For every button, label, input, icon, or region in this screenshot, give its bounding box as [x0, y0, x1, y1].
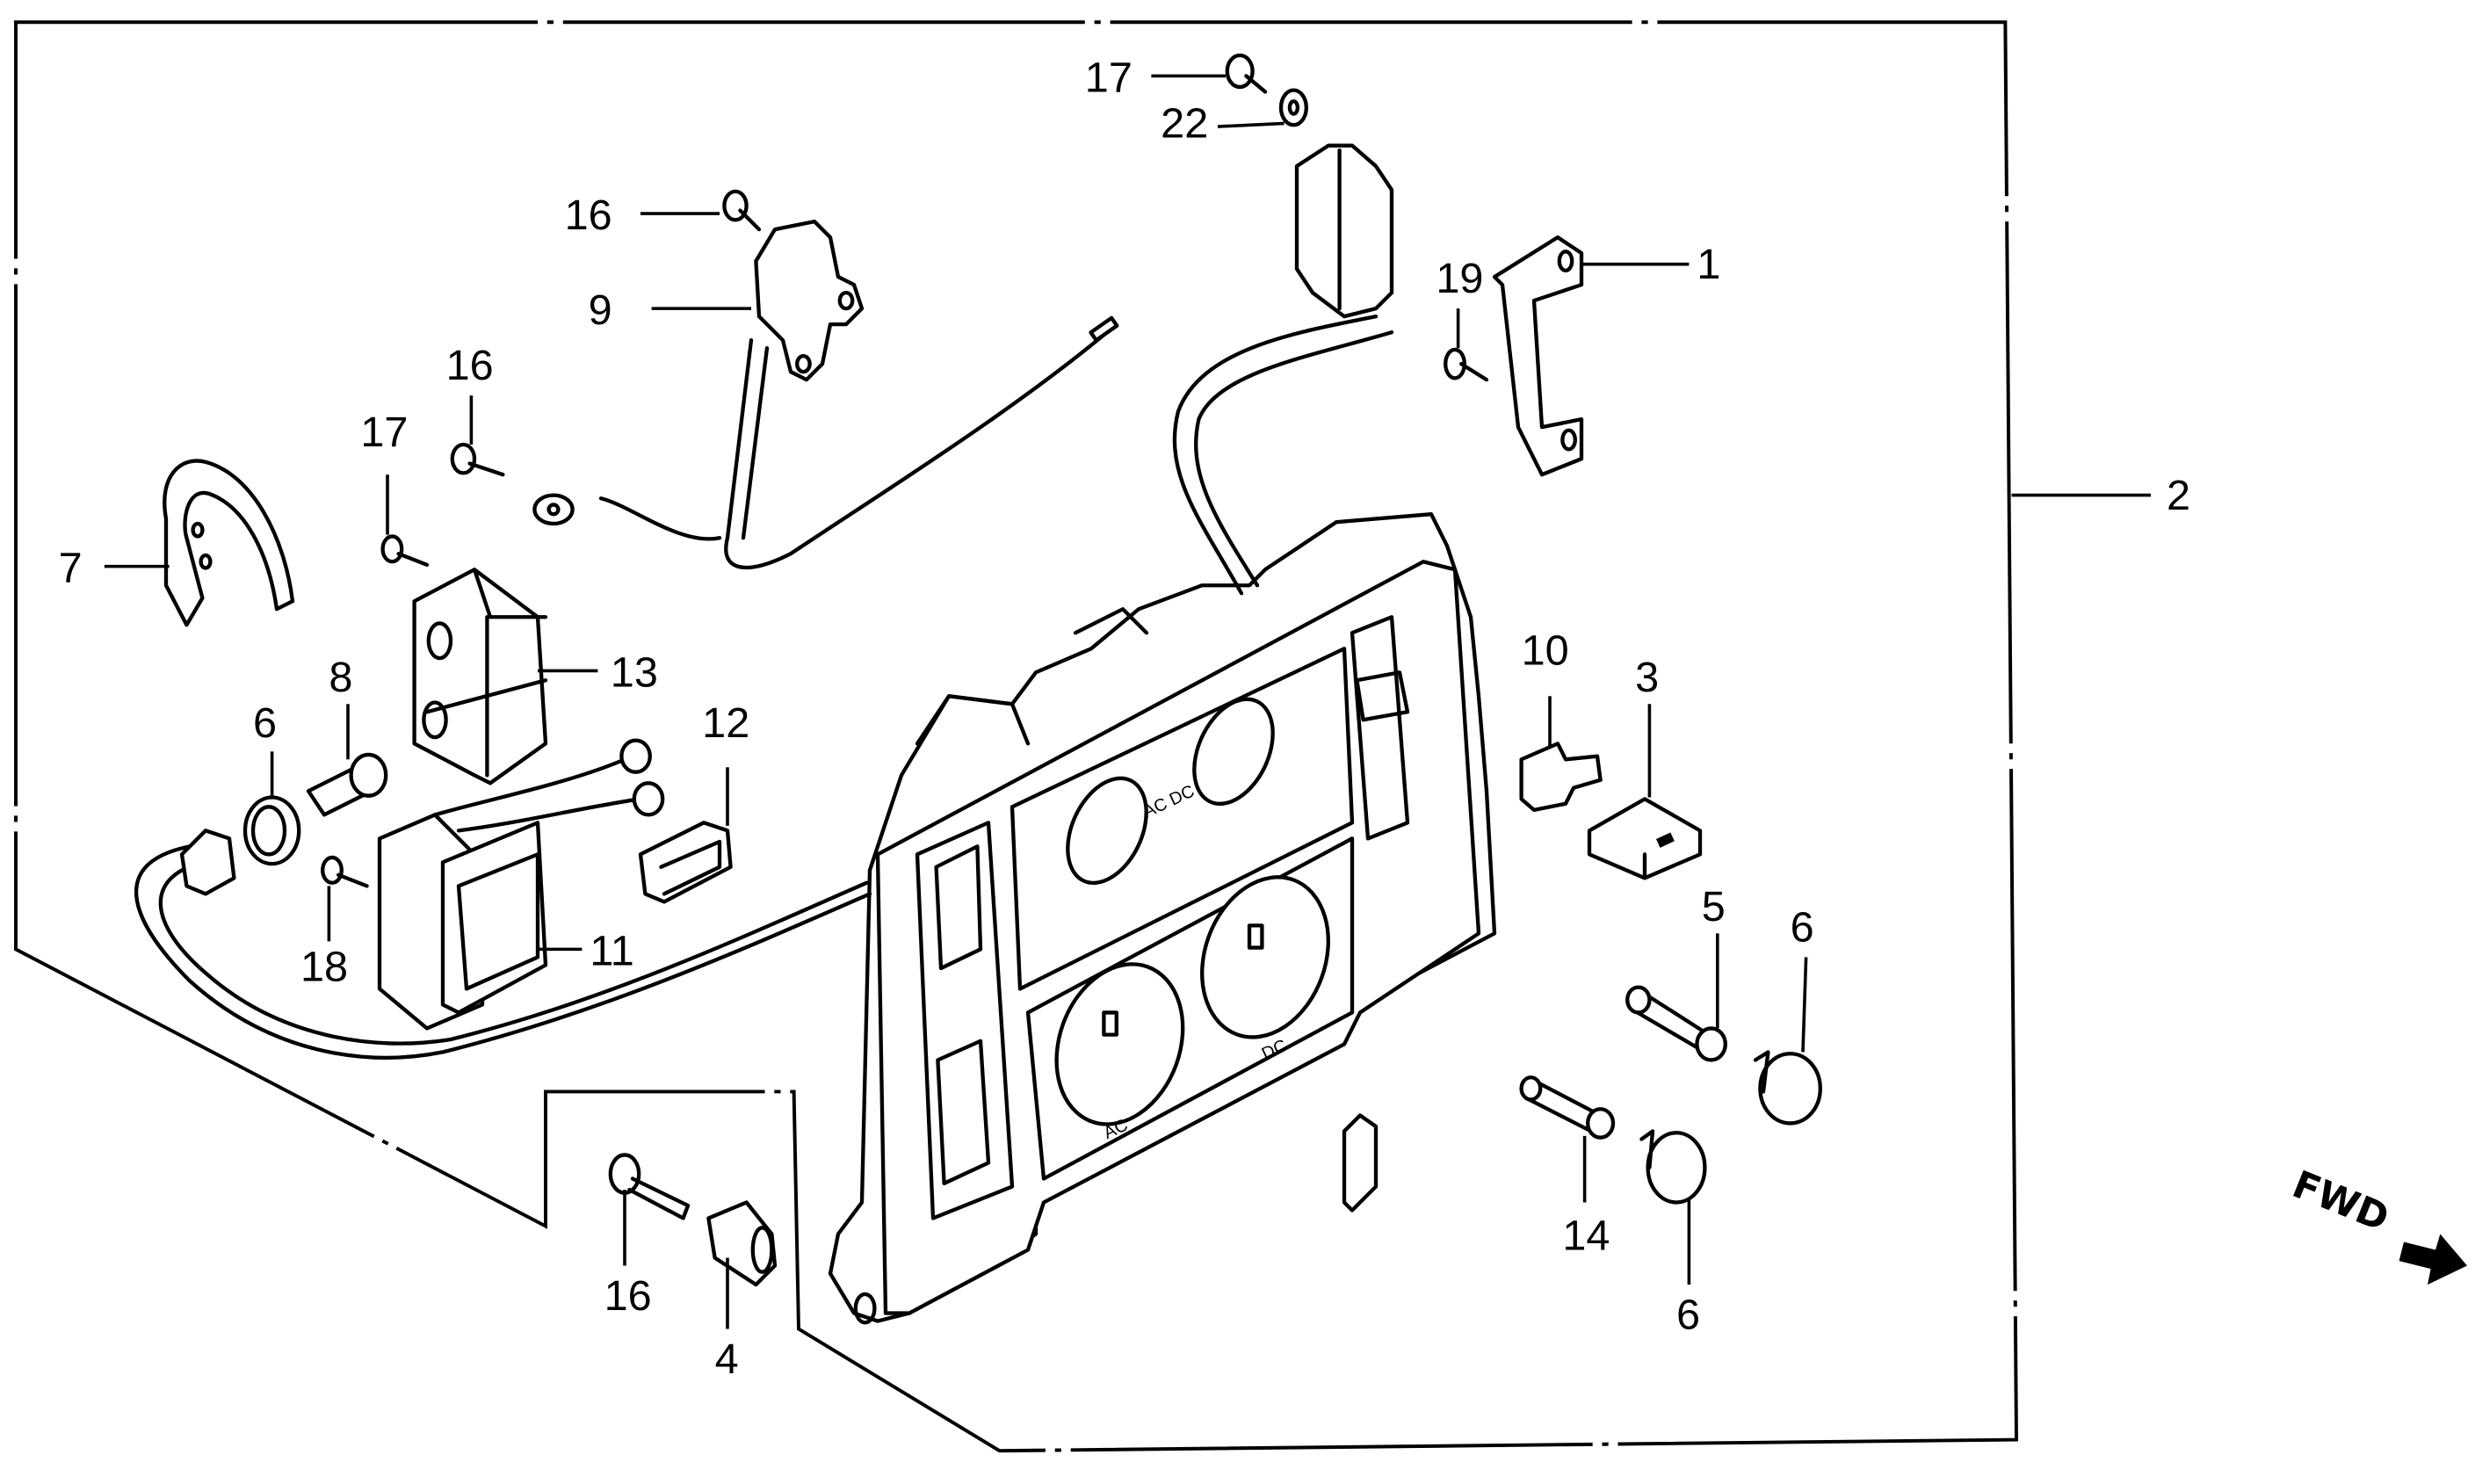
- callout-11[interactable]: 10: [1522, 626, 1569, 747]
- part-16-screw-mid[interactable]: [722, 189, 762, 232]
- callout-label: 6: [1676, 1292, 1700, 1339]
- part-6-fuse-cap-lower[interactable]: [1639, 1129, 1707, 1205]
- part-13-boot[interactable]: [638, 821, 733, 904]
- callout-6b[interactable]: 6: [1676, 1198, 1700, 1339]
- part-18-bolt[interactable]: [608, 1153, 691, 1220]
- part-7-cap[interactable]: [242, 795, 301, 866]
- part-20-screw[interactable]: [321, 855, 369, 888]
- callout-label: 6: [1791, 903, 1814, 951]
- callout-label: 16: [604, 1272, 652, 1320]
- callout-label: 14: [1562, 1212, 1610, 1259]
- callout-label: 4: [715, 1336, 739, 1383]
- part-3-cover[interactable]: [1587, 797, 1703, 880]
- callout-18[interactable]: 16: [604, 1190, 652, 1320]
- callout-14[interactable]: 13: [538, 648, 658, 696]
- part-1-bracket[interactable]: [1492, 235, 1584, 477]
- callout-13[interactable]: 12: [702, 699, 749, 826]
- callout-label: 18: [300, 943, 348, 990]
- fwd-label: FWD: [2286, 1162, 2394, 1241]
- callout-label: 16: [565, 192, 612, 239]
- slot-icon: [1655, 832, 1675, 848]
- callout-label: 2: [2167, 472, 2190, 519]
- callout-label: 12: [702, 699, 749, 747]
- callout-label: 22: [1161, 100, 1208, 148]
- callout-label: 17: [1085, 54, 1133, 101]
- callout-12[interactable]: 11: [538, 927, 634, 974]
- callout-label: 10: [1522, 626, 1569, 674]
- callout-15[interactable]: 14: [1562, 1135, 1610, 1260]
- callout-19[interactable]: 17: [360, 409, 408, 535]
- callout-label: 3: [1635, 654, 1659, 701]
- part-10-switch[interactable]: [532, 219, 1119, 570]
- callout-label: 17: [360, 409, 408, 456]
- connector-block: [1294, 143, 1394, 319]
- part-6-fuse-cap-upper[interactable]: [1753, 1050, 1822, 1126]
- callout-21[interactable]: 19: [1436, 255, 1483, 349]
- callout-label: 8: [329, 654, 352, 701]
- callout-3[interactable]: 3: [1635, 654, 1659, 798]
- callout-1[interactable]: 1: [1581, 241, 1720, 288]
- part-15-fuse[interactable]: [1519, 1075, 1616, 1140]
- panel-clip: [1342, 1113, 1379, 1213]
- callout-5[interactable]: 5: [1702, 883, 1726, 1029]
- callout-7[interactable]: 6: [253, 699, 277, 800]
- part-16-screw-top[interactable]: [1225, 53, 1268, 94]
- callout-label: 11: [590, 927, 633, 974]
- callout-label: 7: [59, 545, 83, 592]
- part-5-fuse[interactable]: [1625, 985, 1727, 1062]
- part-21-screw[interactable]: [1444, 347, 1489, 382]
- callout-10[interactable]: 9: [589, 286, 751, 334]
- part-12-breaker[interactable]: [377, 738, 665, 1031]
- fwd-direction-indicator: FWD: [2286, 1162, 2467, 1285]
- wire-harness-bottom: [134, 844, 872, 1060]
- callout-4[interactable]: 4: [715, 1257, 739, 1383]
- callout-label: 9: [589, 286, 612, 334]
- lamp-socket: [179, 829, 236, 896]
- control-panel-part[interactable]: AC DC AC DC: [828, 512, 1497, 1325]
- callout-label: 13: [611, 648, 658, 696]
- arrow-right-down-icon: [2399, 1234, 2467, 1285]
- callout-label: 5: [1702, 883, 1726, 930]
- callout-6a[interactable]: 6: [1791, 903, 1814, 1053]
- part-19-screw[interactable]: [380, 534, 430, 567]
- callout-16b[interactable]: 17: [1085, 54, 1226, 101]
- assembly-boundary: [14, 20, 2018, 1453]
- part-4-collar[interactable]: [706, 1200, 778, 1287]
- callout-17[interactable]: 16: [446, 342, 494, 445]
- wire-harness-top: [1172, 314, 1394, 596]
- callout-22[interactable]: 22: [1161, 100, 1285, 148]
- callout-label: 1: [1697, 241, 1720, 288]
- part-17-screw[interactable]: [450, 442, 505, 477]
- callout-label: 19: [1436, 255, 1483, 302]
- part-8-clamp[interactable]: [163, 459, 295, 627]
- callout-9[interactable]: 8: [329, 654, 352, 760]
- part-9-bulb[interactable]: [306, 752, 388, 817]
- part-11-terminal[interactable]: [1519, 742, 1603, 813]
- callout-label: 6: [253, 699, 277, 747]
- callout-label: 16: [446, 342, 494, 389]
- callout-8[interactable]: 7: [59, 545, 170, 592]
- callout-16a[interactable]: 16: [565, 192, 720, 239]
- callout-2[interactable]: 2: [2011, 472, 2190, 519]
- part-14-box[interactable]: [412, 568, 548, 785]
- callout-20[interactable]: 18: [300, 886, 348, 990]
- part-22-washer[interactable]: [1278, 88, 1308, 127]
